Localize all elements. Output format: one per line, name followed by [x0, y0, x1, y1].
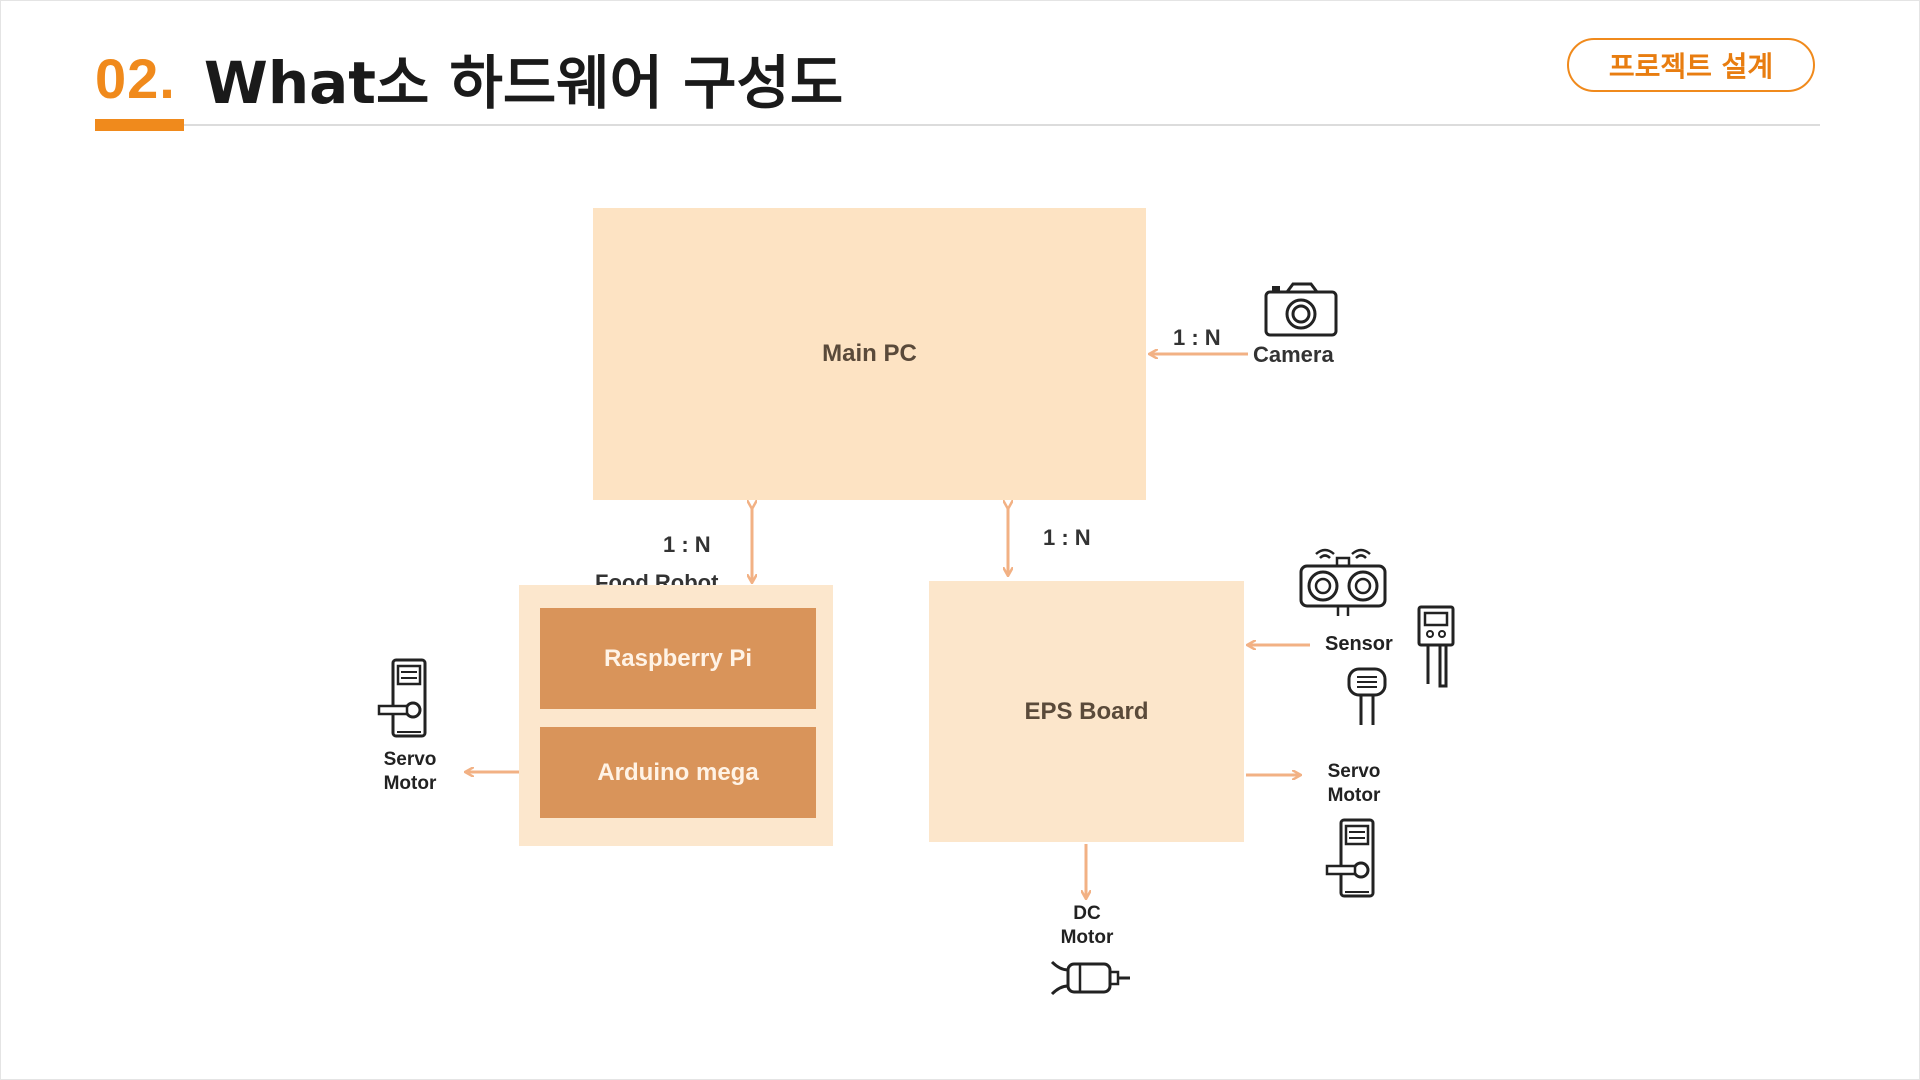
soil-sensor-icon	[1416, 604, 1456, 697]
servo-right-line2: Motor	[1327, 785, 1381, 806]
dc-motor-label: DC Motor	[1047, 902, 1127, 950]
servo-right-line1: Servo	[1327, 761, 1381, 782]
dc-motor-line2: Motor	[1060, 927, 1114, 948]
main-pc-block: Main PC	[593, 208, 1146, 500]
servo-left-line1: Servo	[383, 749, 437, 770]
eps-relation: 1 : N	[1043, 525, 1091, 550]
dc-motor-line1: DC	[1073, 903, 1101, 924]
header-divider	[184, 124, 1820, 126]
light-sensor-icon	[1345, 665, 1389, 734]
raspberry-pi-block: Raspberry Pi	[540, 608, 816, 709]
sensor-label: Sensor	[1325, 633, 1393, 655]
food-robot-relation: 1 : N	[663, 532, 711, 557]
dc-motor-icon	[1046, 956, 1132, 1005]
page-title: What소 하드웨어 구성도	[203, 49, 844, 117]
raspberry-pi-label: Raspberry Pi	[603, 644, 753, 672]
servo-left-line2: Motor	[383, 773, 437, 794]
section-number: 02.	[95, 46, 176, 110]
servo-motor-icon	[375, 658, 435, 745]
section-tag: 프로젝트 설계	[1567, 38, 1815, 92]
header: 02. What소 하드웨어 구성도	[95, 38, 843, 118]
title-accent-bar	[95, 119, 184, 131]
camera-icon	[1263, 282, 1339, 343]
servo-motor-left-label: Servo Motor	[370, 748, 450, 796]
eps-board-label: EPS Board	[1024, 697, 1149, 725]
camera-label: Camera	[1253, 342, 1334, 367]
servo-motor-right-label: Servo Motor	[1314, 760, 1394, 808]
arduino-mega-label: Arduino mega	[597, 758, 759, 786]
main-pc-label: Main PC	[822, 340, 917, 367]
eps-board-block: EPS Board	[929, 581, 1244, 842]
camera-relation: 1 : N	[1173, 325, 1221, 350]
ultrasonic-sensor-icon	[1298, 546, 1388, 623]
arduino-mega-block: Arduino mega	[540, 727, 816, 818]
servo-motor-icon	[1323, 818, 1383, 905]
